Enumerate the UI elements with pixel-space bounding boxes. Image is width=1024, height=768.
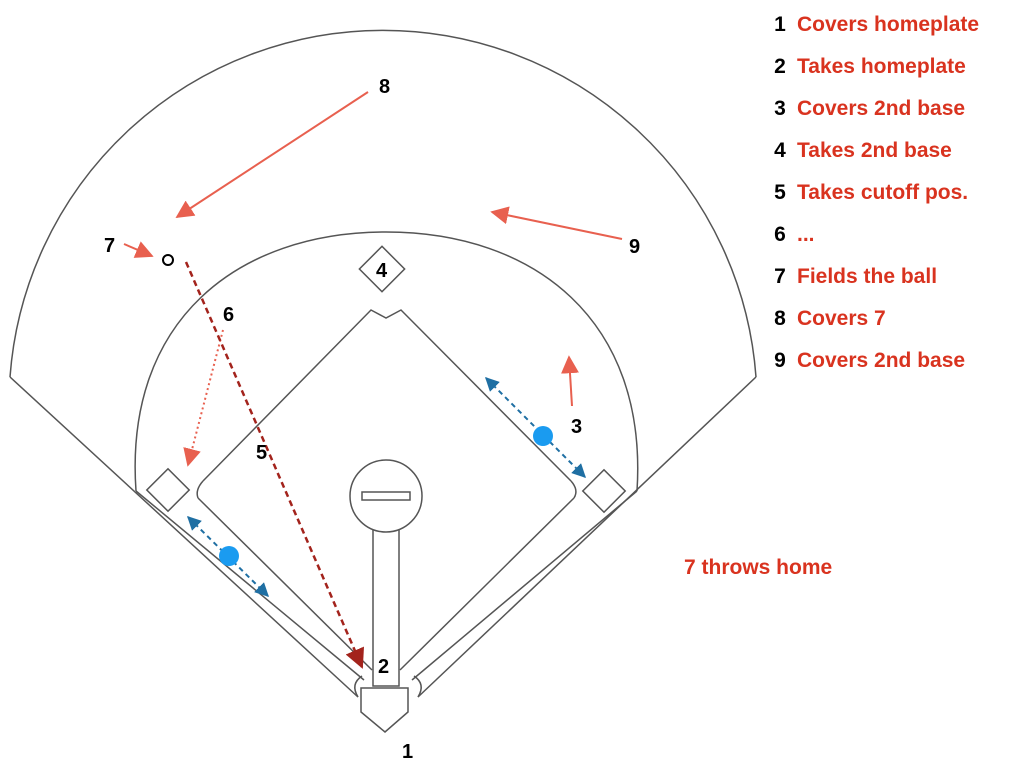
- legend-text: Covers 2nd base: [797, 349, 966, 372]
- right-foul-line-outer: [417, 376, 757, 698]
- third-base-cutout: [196, 480, 204, 499]
- position-label-2: 2: [378, 656, 389, 678]
- legend-number: 2: [774, 55, 786, 78]
- legend-number: 7: [774, 265, 786, 288]
- legend-item: 7 Fields the ball: [764, 260, 979, 302]
- throw-path-7-to-home: [184, 261, 364, 669]
- arrow-7-approach: [123, 241, 154, 258]
- position-label-7: 7: [104, 235, 115, 257]
- arrow-9-covers-2nd: [490, 206, 623, 240]
- legend-item: 9 Covers 2nd base: [764, 344, 979, 386]
- runner-left: [219, 546, 239, 566]
- position-label-6: 6: [223, 304, 234, 326]
- position-label-1: 1: [402, 741, 413, 763]
- baseline-home-to-first: [399, 497, 575, 671]
- left-foul-line-outer: [9, 376, 359, 698]
- first-base: [581, 468, 627, 514]
- legend-text: Fields the ball: [797, 265, 938, 288]
- home-plate: [360, 687, 409, 733]
- legend-number: 3: [774, 97, 786, 120]
- play-note: 7 throws home: [684, 556, 833, 579]
- mound-path: [372, 527, 400, 687]
- position-label-4: 4: [376, 260, 388, 282]
- baseline-third-to-second: [202, 309, 572, 482]
- legend-text: Covers homeplate: [797, 13, 980, 36]
- outfield-fence: [9, 29, 757, 378]
- legend-item: 1 Covers homeplate: [764, 8, 979, 50]
- ball-marker: [162, 254, 174, 266]
- legend-number: 6: [774, 223, 786, 246]
- right-foul-line-inner: [411, 490, 638, 681]
- pitchers-rubber: [361, 491, 411, 501]
- legend-item: 3 Covers 2nd base: [764, 92, 979, 134]
- legend-item: 2 Takes homeplate: [764, 50, 979, 92]
- position-label-3: 3: [571, 416, 582, 438]
- left-foul-line-inner: [135, 490, 365, 681]
- legend-text: Takes 2nd base: [797, 139, 952, 162]
- position-label-9: 9: [629, 236, 640, 258]
- legend-item: 6...: [764, 218, 979, 260]
- legend-text: Takes homeplate: [797, 55, 966, 78]
- runner-right: [533, 426, 553, 446]
- home-cutout-left: [354, 675, 363, 698]
- legend-text: Covers 7: [797, 307, 886, 330]
- legend-item: 4 Takes 2nd base: [764, 134, 979, 176]
- second-base: [358, 245, 406, 293]
- legend-number: 1: [774, 13, 786, 36]
- position-label-8: 8: [379, 76, 390, 98]
- legend-item: 5 Takes cutoff pos.: [764, 176, 979, 218]
- legend-number: 4: [774, 139, 786, 162]
- legend-number: 8: [774, 307, 786, 330]
- legend-text: Covers 2nd base: [797, 97, 966, 120]
- first-base-cutout: [570, 480, 577, 499]
- legend-number: 9: [774, 349, 786, 372]
- third-base: [145, 467, 191, 513]
- position-label-5: 5: [256, 442, 267, 464]
- arrow-8-covers-7: [175, 91, 369, 218]
- baseline-home-to-third: [197, 497, 373, 671]
- infield-arc: [134, 231, 639, 492]
- legend-text: Takes cutoff pos.: [797, 181, 969, 204]
- arrow-3-covers-2nd: [561, 355, 579, 407]
- arrow-6-to-third: [183, 329, 224, 467]
- legend-number: 5: [774, 181, 786, 204]
- legend-text: ...: [797, 223, 815, 246]
- home-cutout-right: [413, 675, 422, 698]
- legend-item: 8 Covers 7: [764, 302, 979, 344]
